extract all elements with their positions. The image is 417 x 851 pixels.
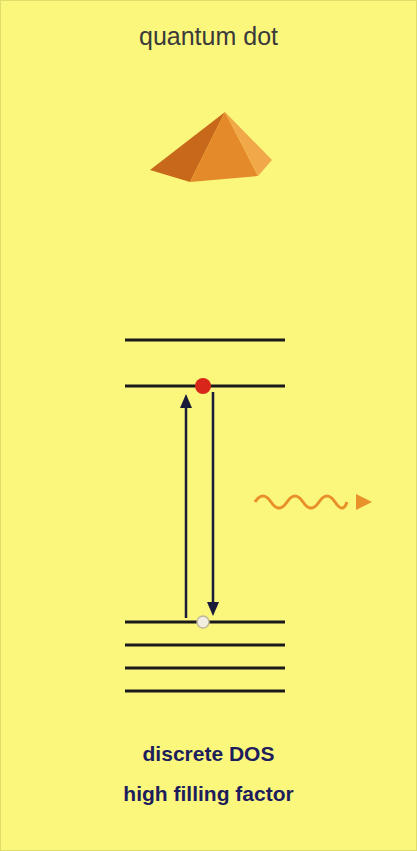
hole [197, 616, 209, 628]
electron [195, 378, 211, 394]
photon-wave [255, 494, 372, 510]
pyramid-dot [150, 112, 272, 182]
transition-arrows [180, 392, 219, 618]
caption-line: discrete DOS [0, 742, 417, 766]
caption-line: high filling factor [0, 782, 417, 806]
energy-levels [125, 340, 285, 691]
diagram-title: quantum dot [0, 22, 417, 51]
